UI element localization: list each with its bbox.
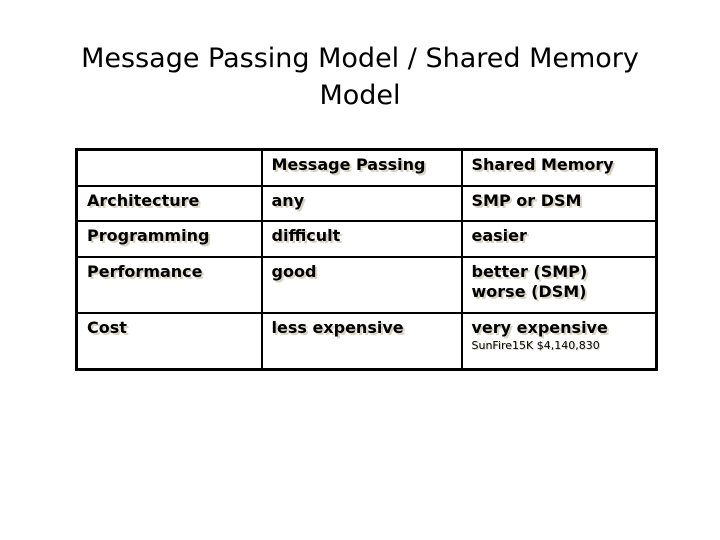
cell-cost-shared-memory: very expensive SunFire15K $4,140,830 bbox=[460, 312, 658, 371]
slide-title: Message Passing Model / Shared Memory Mo… bbox=[0, 40, 720, 114]
table-row-architecture: Architecture any SMP or DSM bbox=[75, 185, 658, 222]
header-empty-cell bbox=[75, 148, 263, 187]
cell-architecture-shared-memory: SMP or DSM bbox=[460, 185, 658, 222]
slide-title-line2: Model bbox=[319, 80, 401, 111]
row-label-architecture: Architecture bbox=[75, 185, 263, 222]
table-header-row: Message Passing Shared Memory bbox=[75, 148, 658, 187]
comparison-table: Message Passing Shared Memory Architectu… bbox=[75, 148, 658, 371]
table-row-programming: Programming difficult easier bbox=[75, 220, 658, 258]
cost-shared-memory-value: very expensive bbox=[471, 318, 608, 337]
slide-title-line1: Message Passing Model / Shared Memory bbox=[81, 43, 639, 74]
cell-performance-shared-memory: better (SMP) worse (DSM) bbox=[460, 256, 658, 314]
header-message-passing: Message Passing bbox=[260, 148, 463, 187]
cell-programming-message-passing: difficult bbox=[260, 220, 463, 258]
row-label-cost: Cost bbox=[75, 312, 263, 371]
cost-shared-memory-note: SunFire15K $4,140,830 bbox=[471, 339, 600, 352]
table-row-performance: Performance good better (SMP) worse (DSM… bbox=[75, 256, 658, 314]
cell-performance-message-passing: good bbox=[260, 256, 463, 314]
row-label-performance: Performance bbox=[75, 256, 263, 314]
cell-programming-shared-memory: easier bbox=[460, 220, 658, 258]
cell-cost-message-passing: less expensive bbox=[260, 312, 463, 371]
header-shared-memory: Shared Memory bbox=[460, 148, 658, 187]
table-row-cost: Cost less expensive very expensive SunFi… bbox=[75, 312, 658, 371]
performance-shared-memory-line2: worse (DSM) bbox=[471, 282, 587, 301]
performance-shared-memory-line1: better (SMP) bbox=[471, 262, 588, 281]
cell-architecture-message-passing: any bbox=[260, 185, 463, 222]
row-label-programming: Programming bbox=[75, 220, 263, 258]
